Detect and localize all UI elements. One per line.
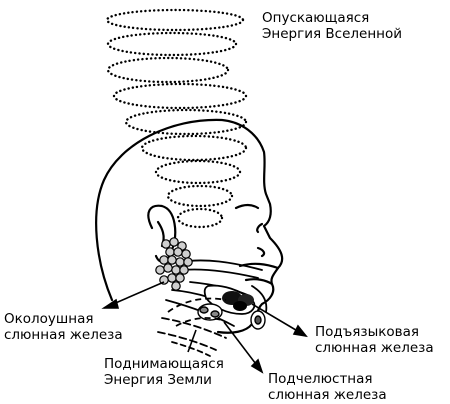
spiral-loop	[140, 134, 248, 162]
label-submandibular-gland-line2: слюнная железа	[268, 387, 387, 403]
parotid-lobule	[169, 237, 179, 247]
parotid-lobule	[181, 249, 191, 259]
parotid-lobule	[175, 273, 185, 283]
spiral-loop	[124, 108, 248, 136]
parotid-lobule	[179, 265, 189, 275]
parotid-lobule	[165, 247, 175, 257]
label-parotid-gland: Околоушная слюнная железа	[4, 311, 123, 343]
parotid-lobule	[167, 255, 177, 265]
parotid-lobule	[161, 239, 171, 249]
parotid-lobule	[155, 265, 165, 275]
spiral-loop	[154, 159, 242, 185]
label-submandibular-gland: Подчелюстная слюнная железа	[268, 371, 387, 403]
spiral-loop	[112, 82, 248, 110]
submandibular-gland	[197, 303, 266, 330]
label-ascending-energy-line1: Поднимающаяся	[104, 356, 224, 372]
spiral-loop	[105, 8, 245, 32]
spiral-loop	[166, 184, 234, 208]
mouth-cavity	[157, 259, 268, 357]
label-descending-energy: Опускающаяся Энергия Вселенной	[262, 10, 402, 42]
parotid-lobule	[175, 257, 185, 267]
label-sublingual-gland-line1: Подъязыковая	[315, 324, 420, 340]
label-submandibular-gland-line1: Подчелюстная	[268, 371, 373, 387]
parotid-lobule	[167, 273, 177, 283]
spiral-loop	[176, 207, 224, 229]
label-parotid-gland-line1: Околоушная	[4, 311, 94, 327]
parotid-gland	[155, 237, 193, 291]
label-sublingual-gland-line2: слюнная железа	[315, 340, 434, 356]
parotid-lobule	[163, 263, 173, 273]
label-ascending-energy: Поднимающаяся Энергия Земли	[104, 356, 224, 388]
ascending-energy-arrows	[167, 297, 227, 327]
parotid-lobule	[171, 265, 181, 275]
label-ascending-energy-line2: Энергия Земли	[104, 372, 212, 388]
leader-lines	[101, 281, 308, 374]
parotid-lobule	[159, 255, 169, 265]
parotid-lobule	[173, 247, 183, 257]
label-descending-energy-line1: Опускающаяся	[262, 10, 370, 26]
spiral-loop	[106, 56, 230, 84]
descending-energy-spiral	[105, 8, 248, 229]
label-descending-energy-line2: Энергия Вселенной	[262, 26, 403, 42]
sublingual-gland	[222, 291, 254, 311]
parotid-lobule	[183, 257, 193, 267]
spiral-loop	[106, 31, 238, 57]
label-parotid-gland-line2: слюнная железа	[4, 327, 123, 343]
parotid-lobule	[171, 281, 181, 291]
label-sublingual-gland: Подъязыковая слюнная железа	[315, 324, 434, 356]
